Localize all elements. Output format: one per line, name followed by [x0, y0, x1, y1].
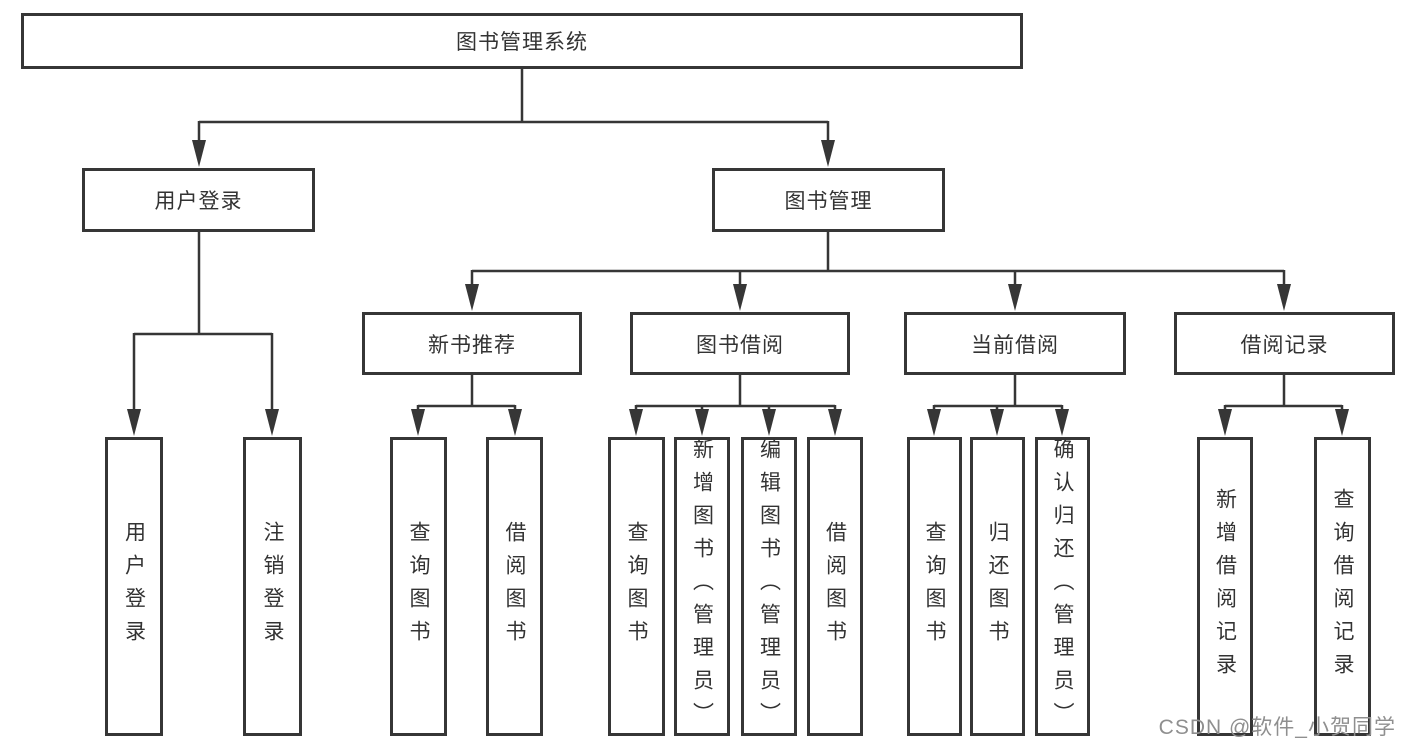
node-leaf-user-login: 用户登录 — [105, 437, 163, 736]
csdn-watermark: CSDN @软件_小贺同学 — [1158, 716, 1396, 739]
node-book-borrowing-label: 图书借阅 — [696, 333, 784, 357]
node-leaf-edit-book-admin: 编辑图书（管理员） — [741, 437, 797, 736]
node-leaf-borrow-book-recommend: 借阅图书 — [486, 437, 543, 736]
node-current-borrowing: 当前借阅 — [904, 312, 1126, 375]
node-leaf-query-book-current: 查询图书 — [907, 437, 962, 736]
node-borrow-records: 借阅记录 — [1174, 312, 1395, 375]
node-leaf-add-borrow-record-label: 新增借阅记录 — [1213, 487, 1237, 686]
node-book-management: 图书管理 — [712, 168, 945, 232]
node-book-management-label: 图书管理 — [784, 190, 873, 213]
node-leaf-edit-book-admin-label: 编辑图书（管理员） — [757, 438, 781, 735]
node-leaf-borrow-book-recommend-label: 借阅图书 — [503, 520, 527, 653]
node-book-borrowing: 图书借阅 — [630, 312, 850, 375]
node-user-login: 用户登录 — [82, 168, 315, 232]
node-new-book-recommend-label: 新书推荐 — [428, 333, 516, 357]
node-leaf-return-book: 归还图书 — [970, 437, 1025, 736]
node-leaf-query-book-recommend-label: 查询图书 — [407, 520, 431, 653]
arrowheads — [127, 140, 1349, 436]
node-leaf-borrow-book-borrowing: 借阅图书 — [807, 437, 863, 736]
node-leaf-user-login-label: 用户登录 — [122, 520, 146, 653]
node-leaf-add-book-admin: 新增图书（管理员） — [674, 437, 730, 736]
node-leaf-query-borrow-record-label: 查询借阅记录 — [1331, 487, 1355, 686]
node-leaf-logout: 注销登录 — [243, 437, 302, 736]
node-leaf-query-book-current-label: 查询图书 — [923, 520, 947, 653]
node-leaf-confirm-return-admin-label: 确认归还（管理员） — [1051, 438, 1075, 735]
node-borrow-records-label: 借阅记录 — [1240, 333, 1329, 357]
node-leaf-query-book-borrowing-label: 查询图书 — [625, 520, 649, 653]
node-leaf-query-borrow-record: 查询借阅记录 — [1314, 437, 1371, 736]
node-leaf-confirm-return-admin: 确认归还（管理员） — [1035, 437, 1090, 736]
node-leaf-borrow-book-borrowing-label: 借阅图书 — [823, 520, 847, 653]
node-leaf-add-borrow-record: 新增借阅记录 — [1197, 437, 1253, 736]
node-root-label: 图书管理系统 — [456, 31, 588, 54]
node-user-login-label: 用户登录 — [154, 190, 243, 213]
node-leaf-logout-label: 注销登录 — [261, 520, 285, 653]
node-leaf-query-book-recommend: 查询图书 — [390, 437, 447, 736]
node-leaf-add-book-admin-label: 新增图书（管理员） — [690, 438, 714, 735]
node-root: 图书管理系统 — [21, 13, 1023, 69]
node-leaf-return-book-label: 归还图书 — [986, 520, 1010, 653]
node-current-borrowing-label: 当前借阅 — [971, 333, 1059, 357]
node-new-book-recommend: 新书推荐 — [362, 312, 582, 375]
node-leaf-query-book-borrowing: 查询图书 — [608, 437, 665, 736]
